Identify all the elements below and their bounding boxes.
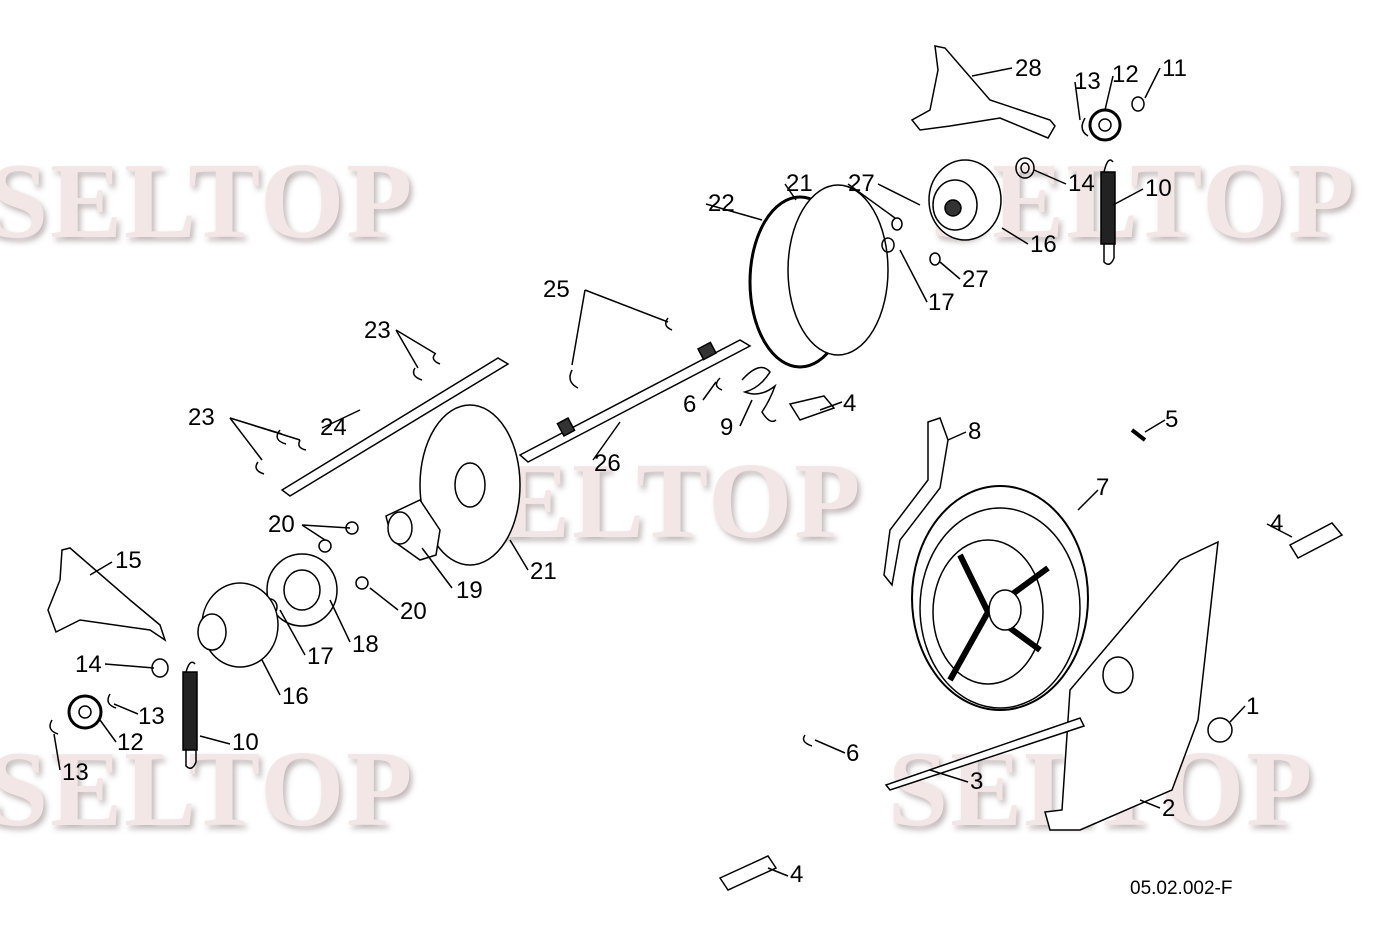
part-label-15: 15 <box>115 547 142 574</box>
drawing-code: 05.02.002-F <box>1130 878 1233 899</box>
part-label-17: 17 <box>307 643 334 670</box>
part-label-16: 16 <box>1030 231 1057 258</box>
part-label-19: 19 <box>456 577 483 604</box>
part-label-13: 13 <box>1074 68 1101 95</box>
part-label-28: 28 <box>1015 55 1042 82</box>
part-label-5: 5 <box>1165 406 1179 433</box>
part-label-4: 4 <box>1270 510 1284 537</box>
part-label-3: 3 <box>970 768 984 795</box>
part-label-14: 14 <box>75 651 102 678</box>
part-label-17: 17 <box>928 289 955 316</box>
part-label-27: 27 <box>962 266 989 293</box>
watermark-bottom-left: SELTOP <box>0 730 415 849</box>
part-label-14: 14 <box>1068 170 1095 197</box>
part-label-6: 6 <box>683 391 697 418</box>
part-label-25: 25 <box>543 276 570 303</box>
part-label-10: 10 <box>232 729 259 756</box>
part-label-20: 20 <box>268 511 295 538</box>
part-label-10: 10 <box>1145 175 1172 202</box>
part-label-21: 21 <box>786 170 813 197</box>
part-label-2: 2 <box>1162 795 1176 822</box>
part-label-1: 1 <box>1246 693 1260 720</box>
part-label-7: 7 <box>1096 474 1110 501</box>
part-label-20: 20 <box>400 598 427 625</box>
part-label-21: 21 <box>530 558 557 585</box>
part-label-23: 23 <box>364 317 391 344</box>
part-label-12: 12 <box>1112 61 1139 88</box>
part-label-6: 6 <box>846 740 860 767</box>
part-label-11: 11 <box>1162 55 1187 82</box>
part-label-4: 4 <box>790 861 804 888</box>
part-label-8: 8 <box>968 418 982 445</box>
watermark-top-left: SELTOP <box>0 142 415 261</box>
part-label-13: 13 <box>138 703 165 730</box>
part-label-9: 9 <box>720 414 734 441</box>
part-label-24: 24 <box>320 414 347 441</box>
part-label-12: 12 <box>117 729 144 756</box>
part-label-22: 22 <box>708 190 735 217</box>
part-label-13: 13 <box>62 759 89 786</box>
part-label-23: 23 <box>188 404 215 431</box>
part-label-16: 16 <box>282 683 309 710</box>
part-label-4: 4 <box>843 390 857 417</box>
part-label-26: 26 <box>594 450 621 477</box>
part-label-18: 18 <box>352 631 379 658</box>
part-label-27: 27 <box>848 170 875 197</box>
